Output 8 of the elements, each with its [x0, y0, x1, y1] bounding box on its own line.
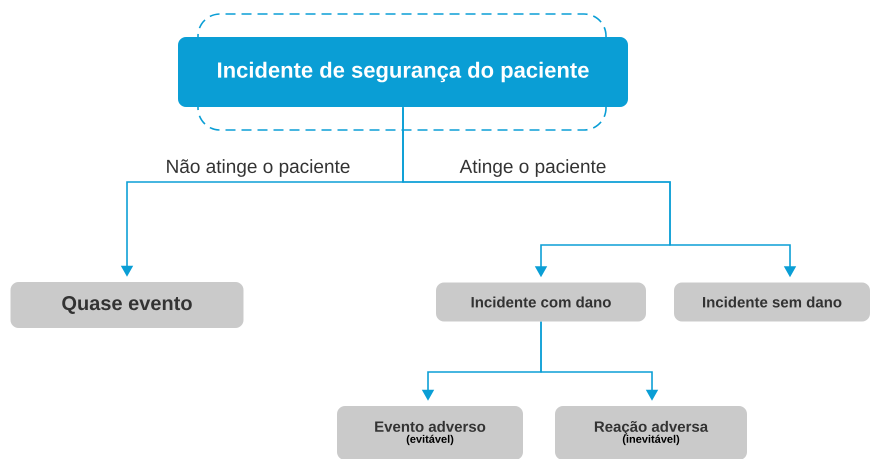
category-box: Incidente com dano — [436, 282, 646, 322]
category-box: Evento adverso (evitável) — [337, 406, 523, 459]
category-box: Incidente sem dano — [674, 282, 870, 322]
title-box: Incidente de segurança do paciente — [178, 37, 628, 107]
category-box: Reação adversa (inevitável) — [555, 406, 747, 459]
edge-label: Não atinge o paciente — [164, 158, 352, 178]
edge-label: Atinge o paciente — [458, 158, 608, 178]
category-box: Quase evento — [10, 282, 244, 328]
